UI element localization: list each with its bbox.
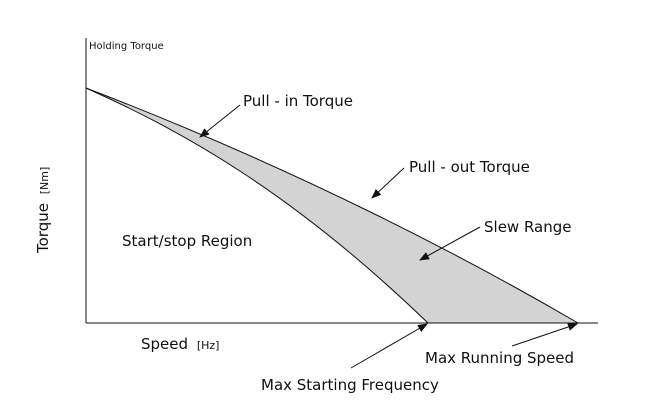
start-stop-region-label: Start/stop Region	[122, 232, 252, 250]
pull-out-torque-label: Pull - out Torque	[409, 158, 530, 176]
max-running-speed-arrow	[511, 323, 578, 347]
y-axis-label: Torque [Nm]	[34, 167, 52, 254]
slew-range-region	[86, 88, 578, 323]
pull-out-torque-curve	[85, 87, 579, 324]
x-axis-label: Speed [Hz]	[141, 335, 219, 353]
x-axis-unit: [Hz]	[197, 339, 220, 352]
max-running-speed-label: Max Running Speed	[425, 349, 574, 367]
max-starting-frequency-arrow	[350, 323, 428, 369]
max-starting-frequency-label: Max Starting Frequency	[261, 376, 439, 394]
slew-range-arrow	[419, 226, 481, 261]
pull-in-torque-curve	[85, 87, 429, 324]
pull-out-torque-arrow	[371, 167, 405, 199]
slew-range-label: Slew Range	[484, 218, 572, 236]
holding-torque-label: Holding Torque	[89, 41, 164, 52]
pull-in-torque-label: Pull - in Torque	[243, 92, 353, 110]
x-axis-title: Speed	[141, 335, 188, 353]
pull-in-torque-arrow	[199, 104, 241, 138]
y-axis-unit: [Nm]	[38, 167, 51, 195]
y-axis-title: Torque	[34, 203, 52, 254]
